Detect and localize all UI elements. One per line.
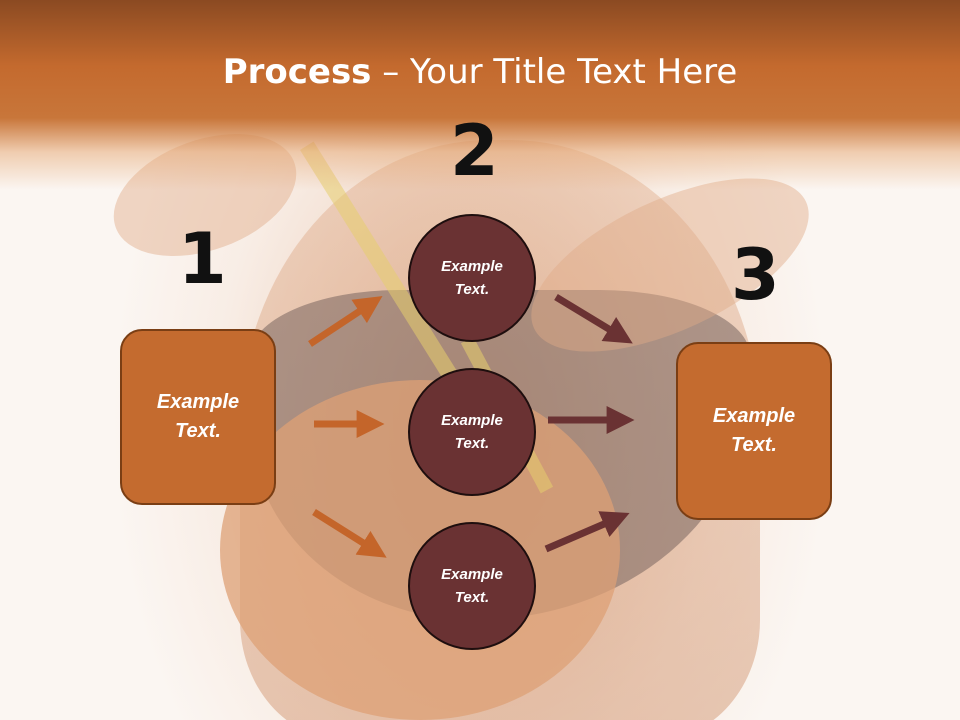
circle-top-text: Example Text. [441,258,503,298]
circle-bottom-text: Example Text. [441,566,503,606]
arrow-top-to-right [554,294,633,344]
right-box: Example Text. [676,342,832,520]
right-box-text: Example Text. [712,405,796,456]
left-box: Example Text. [120,329,276,505]
step-number-2: 2 [450,110,499,192]
circle-bottom: Example Text. [408,522,536,650]
title-banner [0,0,960,190]
arrow-left-to-top [308,296,383,347]
title-rest: – Your Title Text Here [371,52,738,92]
arrow-bottom-to-right [544,511,630,553]
step-number-3: 3 [731,234,780,316]
title-bold: Process [222,52,372,92]
circle-middle-text: Example Text. [441,412,503,452]
circle-middle: Example Text. [408,368,536,496]
circle-top: Example Text. [408,214,536,342]
slide-title: Process – Your Title Text Here [0,52,960,92]
arrow-left-to-bottom [312,509,387,558]
left-box-text: Example Text. [156,391,240,442]
step-number-1: 1 [178,218,227,300]
